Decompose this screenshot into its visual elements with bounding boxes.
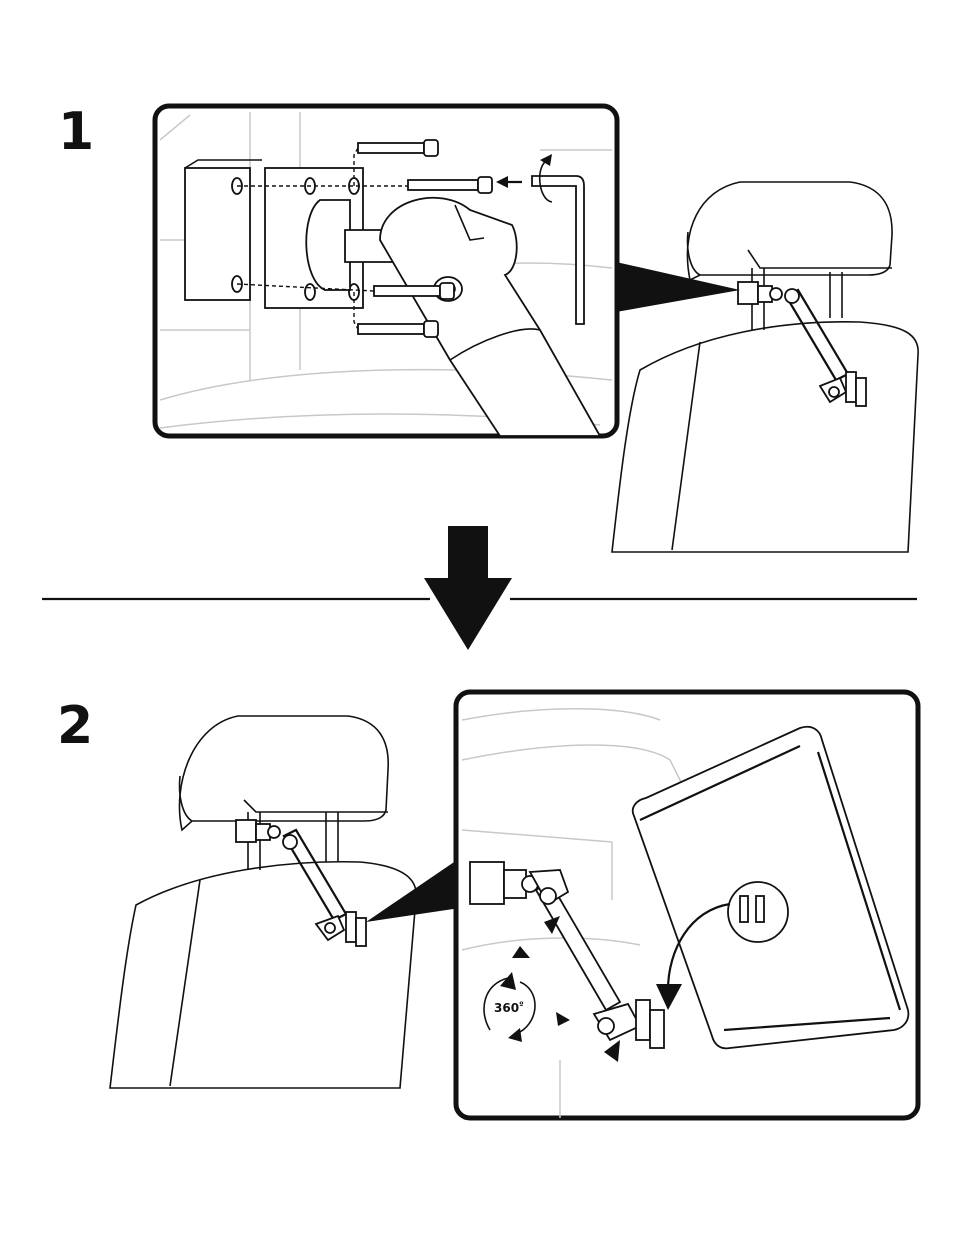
step2-detail-panel: 360º	[456, 692, 918, 1118]
down-arrow-icon	[424, 526, 512, 650]
step1-callout-pointer	[616, 262, 740, 312]
step1-detail-panel	[155, 106, 617, 436]
step2-seat	[110, 716, 416, 1088]
step2-callout-pointer	[366, 858, 460, 922]
step1-seat	[612, 182, 918, 552]
